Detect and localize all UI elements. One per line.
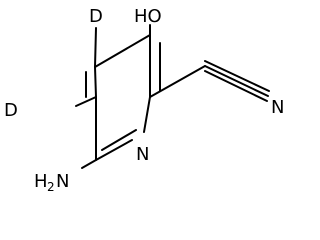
structure-canvas: HO N N D D H 2 N [4,6,284,194]
bond-c4-c3 [94,34,151,68]
bond-n1-c6 [95,139,133,161]
atom-nitrile-n: N [271,97,284,118]
atom-hydroxyl: HO [134,6,162,27]
bond-nitrile-1 [204,65,269,97]
bond-c4-d [94,27,97,68]
atom-amine-h: H [34,171,48,192]
atom-ring-n: N [136,144,149,165]
bond-c5-c4 [94,66,97,98]
bond-nitrile-3 [204,60,270,92]
atom-deuterium-top: D [89,6,103,27]
bond-c5-d [75,96,97,107]
bond-c2-cn [149,65,206,98]
atom-amine-h-count: 2 [47,180,55,194]
molecule-diagram: HO N N D D H 2 N [4,6,285,194]
bond-n1-c6-inner [101,129,137,151]
atom-deuterium-left: D [4,100,18,121]
bond-c2-n1 [143,96,151,133]
bond-nitrile-2 [204,70,268,102]
atom-amine-n: N [56,171,69,192]
bond-c6-nh2 [81,159,97,169]
